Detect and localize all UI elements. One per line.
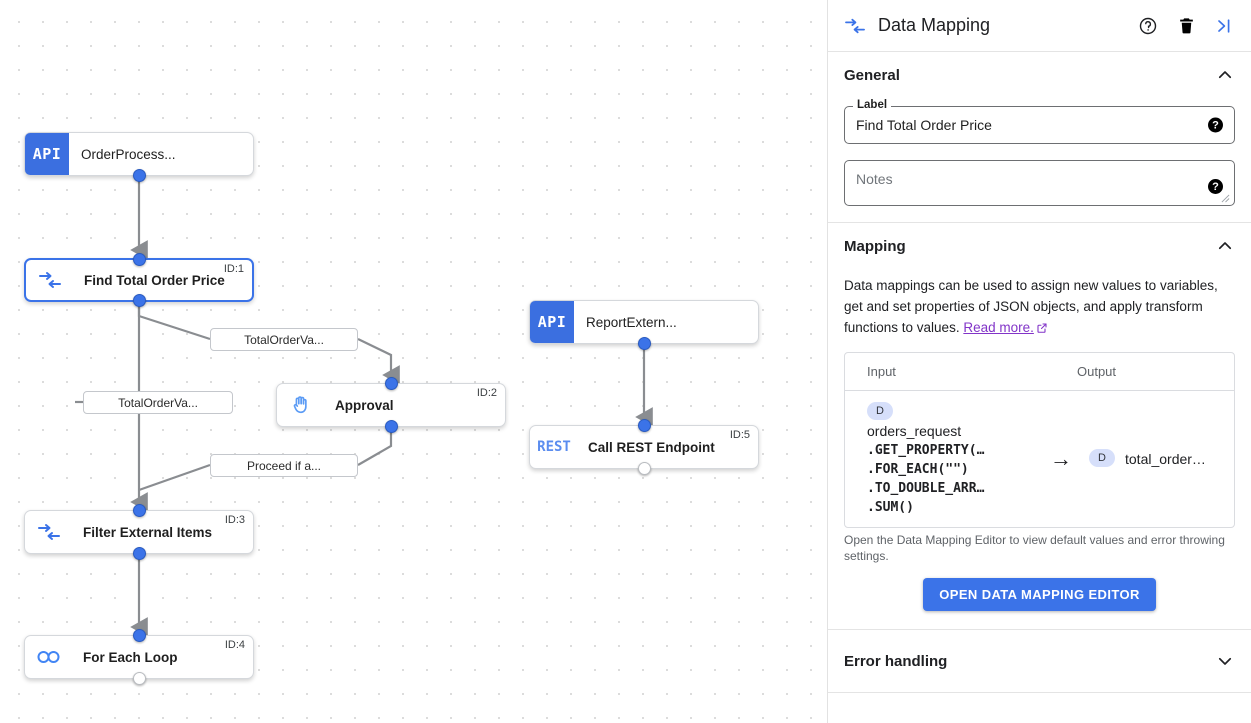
properties-panel: Data Mapping xyxy=(828,0,1251,723)
collapse-right-icon[interactable] xyxy=(1211,13,1237,39)
node-title: For Each Loop xyxy=(83,649,178,665)
edge-label[interactable]: TotalOrderVa... xyxy=(210,328,358,351)
node-title: Filter External Items xyxy=(83,524,213,540)
data-mapping-icon xyxy=(26,260,74,300)
node-title: Find Total Order Price xyxy=(84,272,225,288)
help-circle-icon[interactable] xyxy=(1135,13,1161,39)
chevron-up-icon[interactable] xyxy=(1215,65,1235,85)
section-title: Mapping xyxy=(844,237,906,255)
input-expression-line: .SUM() xyxy=(867,500,914,515)
section-mapping: Mapping Data mappings can be used to ass… xyxy=(828,223,1251,611)
notes-field[interactable]: Notes ? xyxy=(844,160,1235,206)
edge-layer xyxy=(75,176,653,637)
output-variable-name: total_order… xyxy=(1125,451,1206,467)
column-header-input: Input xyxy=(867,364,896,379)
chevron-down-icon[interactable] xyxy=(1215,651,1235,671)
mapping-table: Input Output D orders_request .GET_PROPE… xyxy=(844,352,1235,528)
mapping-description-text: Data mappings can be used to assign new … xyxy=(844,278,1218,335)
node-input-port[interactable] xyxy=(385,377,398,390)
section-title: General xyxy=(844,66,900,84)
trash-icon[interactable] xyxy=(1173,13,1199,39)
node-output-port[interactable] xyxy=(132,169,146,182)
node-output-port[interactable] xyxy=(132,672,146,685)
label-help-icon[interactable]: ? xyxy=(1208,117,1223,133)
section-title: Error handling xyxy=(844,652,948,670)
node-report-external[interactable]: API ReportExtern... xyxy=(529,300,759,350)
node-title: Approval xyxy=(335,397,394,413)
label-field-legend: Label xyxy=(853,99,892,111)
node-input-port[interactable] xyxy=(132,253,146,266)
external-link-icon[interactable] xyxy=(1036,319,1048,340)
input-expression-line: .TO_DOUBLE_ARR… xyxy=(867,481,985,496)
node-input-port[interactable] xyxy=(637,419,651,432)
node-input-port[interactable] xyxy=(132,629,146,642)
divider xyxy=(828,629,1251,630)
section-general-header[interactable]: General xyxy=(844,52,1235,98)
node-call-rest-endpoint[interactable]: REST Call REST Endpoint ID:5 xyxy=(529,419,759,475)
open-data-mapping-editor-button[interactable]: OPEN DATA MAPPING EDITOR xyxy=(923,578,1156,611)
edge-label[interactable]: TotalOrderVa... xyxy=(83,391,233,414)
node-id-badge: ID:5 xyxy=(729,429,750,441)
panel-body[interactable]: General Label Find Total Order Price ? N… xyxy=(828,52,1251,723)
panel-header: Data Mapping xyxy=(828,0,1251,52)
column-header-output: Output xyxy=(1077,364,1117,379)
node-title: Call REST Endpoint xyxy=(588,439,715,455)
data-mapping-icon xyxy=(25,511,73,553)
node-id-badge: ID:1 xyxy=(223,263,244,275)
edge-label[interactable]: Proceed if a... xyxy=(210,454,358,477)
node-order-process[interactable]: API OrderProcess... xyxy=(24,132,254,182)
node-title: ReportExtern... xyxy=(586,314,677,330)
rest-icon: REST xyxy=(537,439,571,455)
mapping-table-header: Input Output xyxy=(845,353,1234,391)
node-output-port[interactable] xyxy=(132,547,146,560)
label-field-value: Find Total Order Price xyxy=(856,117,992,133)
section-mapping-header[interactable]: Mapping xyxy=(844,223,1235,269)
section-general: General Label Find Total Order Price ? N… xyxy=(828,52,1251,222)
panel-title: Data Mapping xyxy=(878,15,991,35)
read-more-link[interactable]: Read more. xyxy=(963,320,1034,335)
hand-icon xyxy=(277,384,325,426)
node-title: OrderProcess... xyxy=(81,146,176,162)
notes-help-icon[interactable]: ? xyxy=(1208,179,1223,194)
input-expression-line: .GET_PROPERTY(… xyxy=(867,443,985,458)
chevron-up-icon[interactable] xyxy=(1215,236,1235,256)
mapping-arrow-icon: → xyxy=(1050,446,1072,471)
node-approval[interactable]: Approval ID:2 xyxy=(276,377,506,433)
workflow-canvas[interactable]: API OrderProcess... Find Total Order Pri… xyxy=(0,0,828,723)
api-badge: API xyxy=(25,133,69,175)
mapping-row[interactable]: D orders_request .GET_PROPERTY(… .FOR_EA… xyxy=(845,391,1234,527)
mapping-output: D total_order… xyxy=(1089,449,1234,469)
node-output-port[interactable] xyxy=(385,420,398,433)
node-output-port[interactable] xyxy=(132,294,146,307)
section-error-handling: Error handling xyxy=(828,630,1251,692)
label-field[interactable]: Label Find Total Order Price ? xyxy=(844,99,1235,144)
node-find-total-order-price[interactable]: Find Total Order Price ID:1 xyxy=(24,253,254,307)
node-id-badge: ID:4 xyxy=(224,639,245,651)
resize-grip-icon[interactable] xyxy=(1221,194,1230,203)
divider xyxy=(828,222,1251,223)
input-type-chip: D xyxy=(867,402,893,420)
node-id-badge: ID:2 xyxy=(476,387,497,399)
mapping-description: Data mappings can be used to assign new … xyxy=(844,275,1235,340)
input-expression-line: .FOR_EACH("") xyxy=(867,462,969,477)
data-mapping-icon xyxy=(844,15,866,37)
mapping-hint: Open the Data Mapping Editor to view def… xyxy=(844,533,1225,563)
section-error-handling-header[interactable]: Error handling xyxy=(844,630,1235,692)
loop-icon xyxy=(25,636,73,678)
node-for-each-loop[interactable]: For Each Loop ID:4 xyxy=(24,629,254,685)
api-badge: API xyxy=(530,301,574,343)
mapping-input: D orders_request .GET_PROPERTY(… .FOR_EA… xyxy=(845,401,1033,517)
notes-placeholder: Notes xyxy=(856,171,893,187)
input-variable-name: orders_request xyxy=(867,423,962,439)
divider xyxy=(828,692,1251,693)
output-type-chip: D xyxy=(1089,449,1115,467)
node-filter-external-items[interactable]: Filter External Items ID:3 xyxy=(24,504,254,560)
node-id-badge: ID:3 xyxy=(224,514,245,526)
node-input-port[interactable] xyxy=(132,504,146,517)
node-output-port[interactable] xyxy=(637,337,651,350)
node-output-port[interactable] xyxy=(637,462,651,475)
